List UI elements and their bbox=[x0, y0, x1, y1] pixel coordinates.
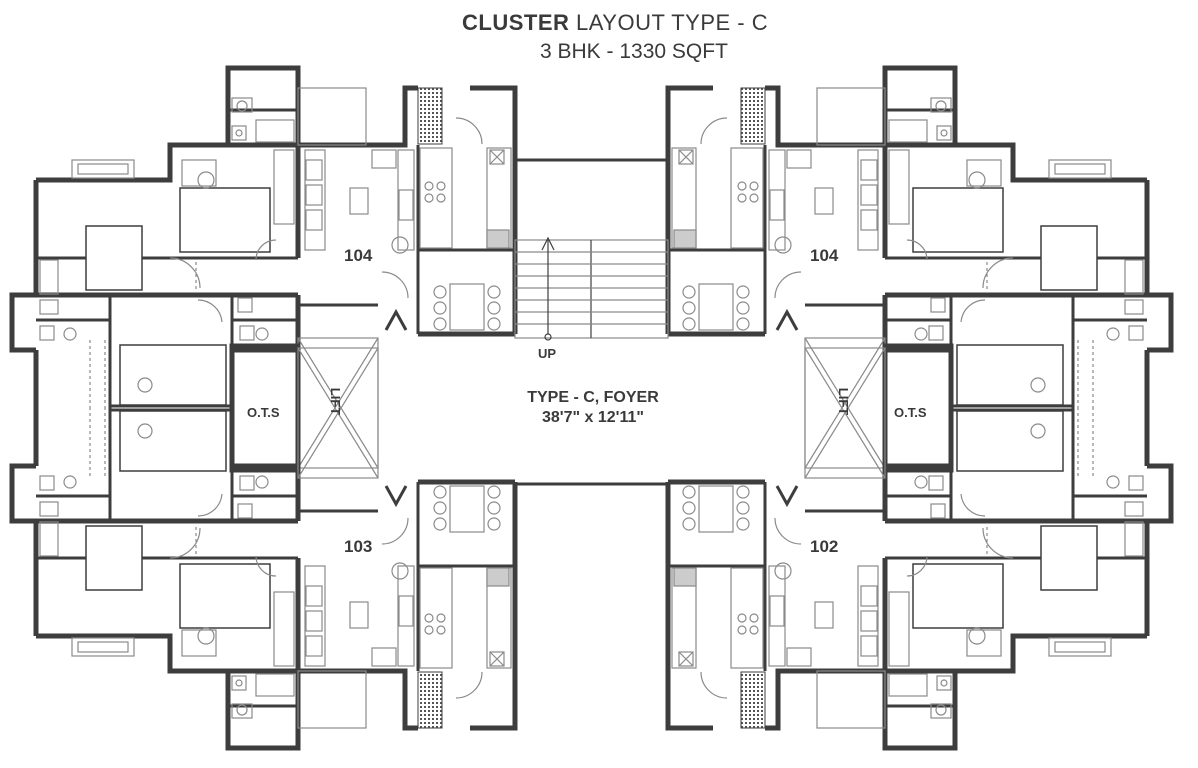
unit-label-top-right: 104 bbox=[810, 246, 839, 265]
lift-left-label: LIFT bbox=[328, 387, 344, 416]
unit-label-bottom-left: 103 bbox=[344, 537, 373, 556]
title-bold: CLUSTER bbox=[462, 10, 570, 35]
title-rest: LAYOUT TYPE - C bbox=[576, 10, 769, 35]
left-half bbox=[9, 65, 518, 748]
unit-label-bottom-right: 102 bbox=[810, 537, 839, 556]
ots-left-label: O.T.S bbox=[247, 405, 280, 420]
foyer-name: TYPE - C, FOYER bbox=[527, 389, 659, 406]
ots-right-label: O.T.S bbox=[894, 405, 927, 420]
staircase bbox=[514, 158, 669, 486]
foyer-label: TYPE - C, FOYER 38'7" x 12'11" bbox=[508, 388, 678, 428]
unit-label-top-left: 104 bbox=[344, 246, 373, 265]
foyer-dims: 38'7" x 12'11" bbox=[542, 409, 644, 426]
stair-up-label: UP bbox=[538, 346, 557, 361]
lift-right-label: LIFT bbox=[836, 387, 852, 416]
title-subtitle: 3 BHK - 1330 SQFT bbox=[540, 40, 728, 63]
